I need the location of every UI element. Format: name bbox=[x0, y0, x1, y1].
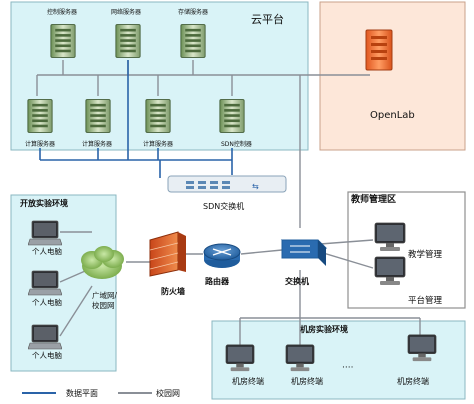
cloud-platform-label: 云平台 bbox=[251, 12, 284, 26]
room-terminal-ellipsis: ···· bbox=[342, 363, 353, 373]
svg-text:⇆: ⇆ bbox=[252, 182, 259, 191]
network-server-label: 网络服务器 bbox=[111, 8, 141, 16]
switch: 交换机 bbox=[280, 239, 328, 286]
compute-server-2-label: 计算服务器 bbox=[82, 140, 112, 148]
legend-data-plane-label: 数据平面 bbox=[66, 388, 98, 398]
room-terminal-3-label: 机房终端 bbox=[397, 376, 429, 386]
pc-2-label: 个人电脑 bbox=[32, 297, 62, 307]
compute-server-1: 计算服务器 bbox=[25, 99, 55, 148]
control-server: 控制服务器 bbox=[47, 8, 77, 58]
teaching-management-label: 教学管理 bbox=[408, 249, 443, 260]
room-terminal-1-label: 机房终端 bbox=[232, 376, 264, 386]
legend: 数据平面 校园网 bbox=[22, 388, 180, 398]
computer-room-label: 机房实验环境 bbox=[300, 324, 348, 334]
network-server: 网络服务器 bbox=[111, 8, 141, 58]
firewall-label: 防火墙 bbox=[161, 286, 185, 296]
room-terminal-3: 机房终端 bbox=[397, 334, 437, 386]
room-terminal-1: 机房终端 bbox=[225, 344, 264, 386]
room-terminal-2-label: 机房终端 bbox=[291, 376, 323, 386]
router-label: 路由器 bbox=[205, 276, 230, 286]
sdn-switch: ⇆ SDN交换机 bbox=[167, 175, 287, 211]
teacher-management-label: 教师管理区 bbox=[350, 193, 396, 205]
personal-computer-2: 个人电脑 bbox=[28, 270, 62, 307]
room-terminal-2: 机房终端 bbox=[285, 344, 323, 386]
open-lab-environment-label: 开放实验环境 bbox=[20, 198, 68, 208]
compute-server-2: 计算服务器 bbox=[82, 99, 112, 148]
teaching-management-station: 教学管理 bbox=[374, 222, 443, 260]
storage-server: 存储服务器 bbox=[178, 8, 208, 58]
personal-computer-3: 个人电脑 bbox=[28, 324, 62, 360]
pc-1-label: 个人电脑 bbox=[32, 246, 62, 256]
wan-label: 广域网/ 校园网 bbox=[92, 290, 119, 310]
openlab-server bbox=[365, 29, 393, 71]
pc-3-label: 个人电脑 bbox=[32, 350, 62, 360]
sdn-controller: SDN控制器 bbox=[219, 99, 252, 148]
open-lab-environment-zone bbox=[10, 194, 117, 372]
sdn-controller-label: SDN控制器 bbox=[221, 140, 252, 148]
control-server-label: 控制服务器 bbox=[47, 8, 77, 16]
data-plane-links bbox=[39, 60, 233, 178]
legend-campus-label: 校园网 bbox=[156, 388, 180, 398]
openlab-label: OpenLab bbox=[370, 110, 415, 121]
compute-server-3: 计算服务器 bbox=[143, 99, 173, 148]
compute-server-3-label: 计算服务器 bbox=[143, 140, 173, 148]
router: 路由器 bbox=[203, 243, 241, 286]
wan-cloud: 广域网/ 校园网 bbox=[81, 246, 124, 310]
storage-server-label: 存储服务器 bbox=[178, 8, 208, 16]
personal-computer-1: 个人电脑 bbox=[28, 220, 62, 256]
platform-management-label: 平台管理 bbox=[408, 295, 443, 306]
teacher-management-zone bbox=[347, 191, 466, 309]
switch-label: 交换机 bbox=[285, 276, 309, 286]
compute-server-1-label: 计算服务器 bbox=[25, 140, 55, 148]
openlab-zone bbox=[319, 1, 466, 151]
platform-management-station: 平台管理 bbox=[374, 256, 443, 306]
wan-label-line2: 校园网 bbox=[92, 300, 115, 310]
sdn-switch-label: SDN交换机 bbox=[203, 201, 244, 211]
wan-label-line1: 广域网/ bbox=[92, 290, 117, 300]
firewall: 防火墙 bbox=[149, 231, 186, 296]
